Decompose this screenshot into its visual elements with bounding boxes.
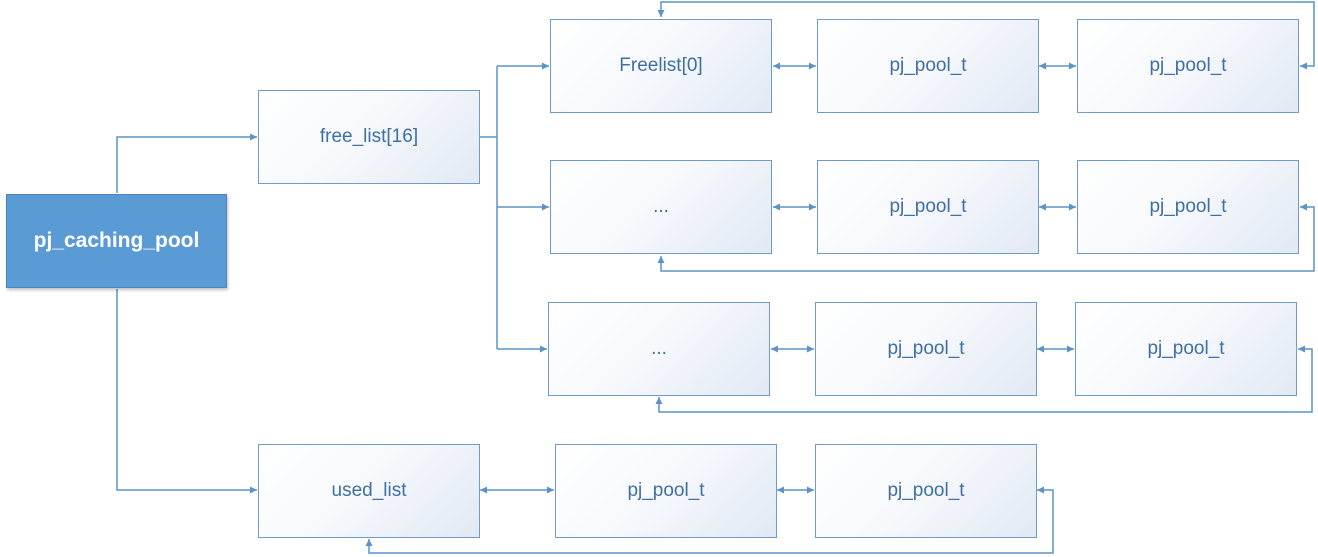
free-list-label: free_list[16] [319,126,419,147]
row-2-head-label: ... [651,338,667,359]
row-0-head-label: Freelist[0] [619,55,703,76]
row-1-pool-node-2: pj_pool_t [1077,160,1299,254]
row-0-head-node: Freelist[0] [550,19,772,113]
row-1-pool-node-1: pj_pool_t [817,160,1039,254]
root-to-used-list-arrow [116,289,257,494]
row-0-pool-node-2: pj_pool_t [1077,19,1299,113]
used-list-label: used_list [331,480,407,501]
row-0-pool-label-2: pj_pool_t [1149,55,1227,76]
used-pool-label-1: pj_pool_t [627,480,705,501]
row-1-return-loop [657,203,1315,272]
row-0-pool-node-1: pj_pool_t [817,19,1039,113]
used-pool-node-1: pj_pool_t [555,444,777,538]
used-return-loop [365,486,1054,554]
row-1-head-label: ... [653,196,669,217]
row-1-pool-label-1: pj_pool_t [889,196,967,217]
row-0-pool-label-1: pj_pool_t [889,55,967,76]
row-2-head-node: ... [548,302,770,396]
row-1-head-node: ... [550,160,772,254]
row-2-pool-label-2: pj_pool_t [1147,338,1225,359]
used-pool-label-2: pj_pool_t [887,480,965,501]
root-to-free-list-arrow [116,133,257,193]
used-list-node: used_list [258,444,480,538]
caching-pool-node: pj_caching_pool [6,194,227,288]
row-1-pool-label-2: pj_pool_t [1149,196,1227,217]
row-2-pool-node-1: pj_pool_t [815,302,1037,396]
row-0-return-loop [657,1,1315,70]
row-2-return-loop [655,345,1313,413]
row-2-pool-node-2: pj_pool_t [1075,302,1297,396]
used-pool-node-2: pj_pool_t [815,444,1037,538]
caching-pool-label: pj_caching_pool [33,229,200,252]
row-2-pool-label-1: pj_pool_t [887,338,965,359]
free-list-node: free_list[16] [258,90,480,184]
